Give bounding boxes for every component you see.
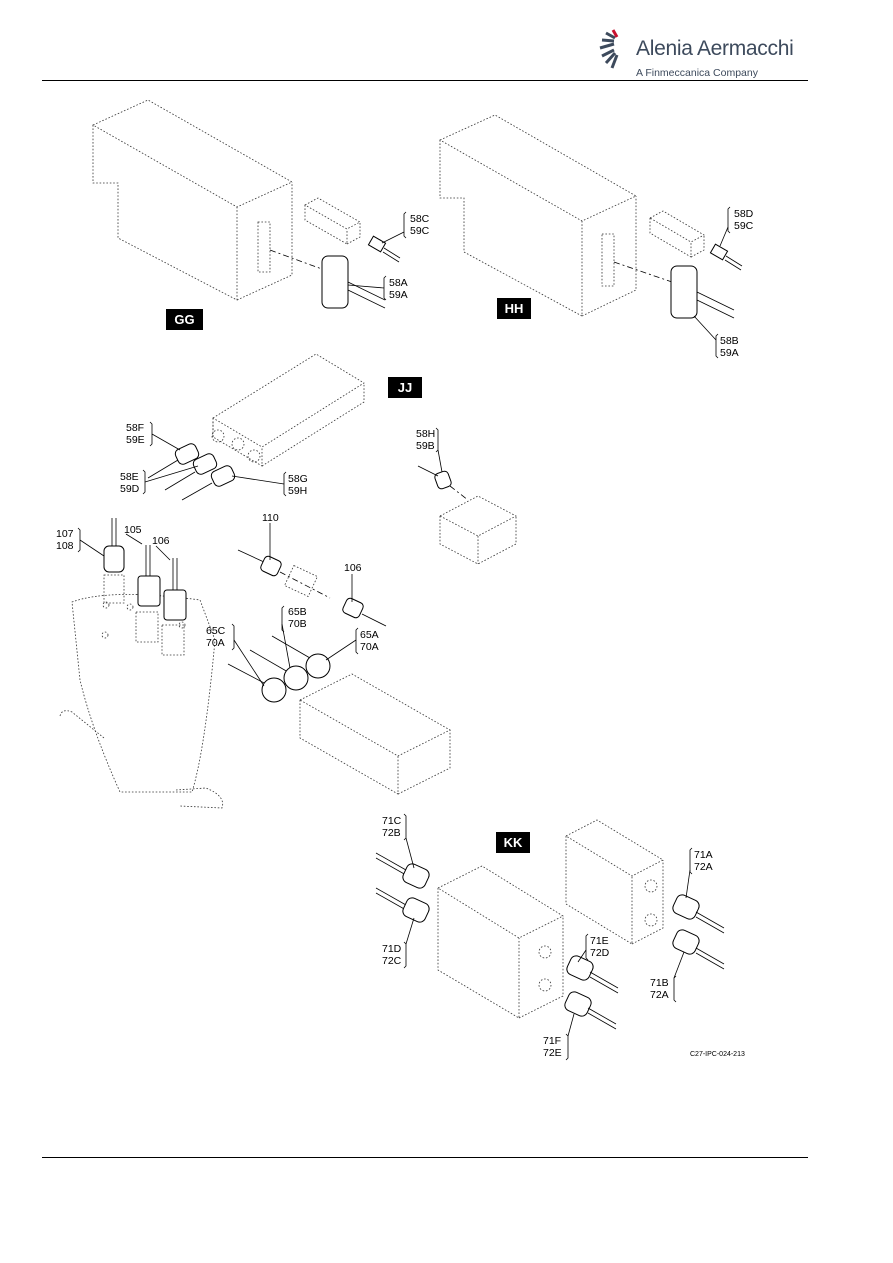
view-label-kk: KK [496,832,530,853]
view-label-gg-text: GG [174,312,194,327]
callout-65b: 65B 70B [281,605,307,669]
callout-71b-line2: 72A [650,989,669,1001]
callout-71f: 71F 72E [543,1013,575,1061]
view-label-hh: HH [497,298,531,319]
logo-mark-icon [599,29,619,69]
callout-106b-line1: 106 [344,562,362,574]
callout-105: 105 [124,524,143,545]
callout-71d: 71D 72C [382,917,415,969]
callout-58c: 58C 59C [381,211,430,244]
callout-58e-line2: 59D [120,483,140,495]
callout-71e-line1: 71E [590,935,609,947]
brand-name: Alenia Aermacchi [636,37,794,60]
view-label-kk-text: KK [504,835,523,850]
callout-71a-line2: 72A [694,861,713,873]
callout-58b-line2: 59A [720,347,739,359]
callout-71c-line2: 72B [382,827,401,839]
brand-logo: Alenia Aermacchi A Finmeccanica Company [596,24,796,84]
view-kk-assembly [375,819,725,1030]
callout-58b: 58B 59A [693,315,739,359]
callout-71a-line1: 71A [694,849,713,861]
callout-71e-line2: 72D [590,947,610,959]
callout-58f-line1: 58F [126,422,144,434]
callout-65c-line2: 70A [206,637,225,649]
callout-106b: 106 [344,562,362,602]
callout-58a-line2: 59A [389,289,408,301]
callout-65b-line1: 65B [288,606,307,618]
callout-110: 110 [262,512,279,560]
view-label-hh-text: HH [505,301,524,316]
callout-58h-line2: 59B [416,440,435,452]
callout-58a: 58A 59A [347,275,408,301]
callout-71f-line2: 72E [543,1047,562,1059]
header-rule [42,80,808,81]
callout-65a-line2: 70A [360,641,379,653]
callout-58c-line2: 59C [410,225,430,237]
callout-71b: 71B 72A [650,951,685,1003]
footer-rule [42,1157,808,1158]
view-hh-assembly [439,114,743,319]
callout-110-line1: 110 [262,512,279,524]
callout-71f-line1: 71F [543,1035,561,1047]
callout-58e: 58E 59D [120,465,199,495]
callout-58d: 58D 59C [719,206,754,247]
callout-58h: 58H 59B [416,427,443,473]
view-label-jj-text: JJ [398,380,412,395]
callout-58f: 58F 59E [126,421,181,451]
callout-65b-line2: 70B [288,618,307,630]
callout-71d-line2: 72C [382,955,402,967]
callout-58a-line1: 58A [389,277,408,289]
callout-65a-line1: 65A [360,629,379,641]
callout-58b-line1: 58B [720,335,739,347]
callout-71b-line1: 71B [650,977,669,989]
drawing-reference: C27-IPC-024-213 [690,1051,745,1058]
brand-tagline: A Finmeccanica Company [636,67,758,79]
callout-58h-line1: 58H [416,428,435,440]
callout-71c: 71C 72B [382,813,415,869]
callout-71d-line1: 71D [382,943,402,955]
callout-71e: 71E 72D [577,933,610,963]
callout-71a: 71A 72A [685,847,713,899]
callout-58d-line1: 58D [734,208,754,220]
callout-107-line1: 107 [56,528,74,540]
callout-106a-line1: 106 [152,535,170,547]
callout-107-line2: 108 [56,540,74,552]
callout-58g-line1: 58G [288,473,308,485]
view-label-jj: JJ [388,377,422,398]
view-tank-assembly [59,518,451,809]
callout-65a: 65A 70A [325,627,379,661]
view-gg-assembly [92,99,401,309]
view-label-gg: GG [166,309,203,330]
callout-58e-line1: 58E [120,471,139,483]
callout-65c: 65C 70A [206,623,265,687]
callout-58d-line2: 59C [734,220,754,232]
callout-58g-line2: 59H [288,485,307,497]
callout-71c-line1: 71C [382,815,402,827]
callout-105-line1: 105 [124,524,142,536]
callout-107: 107 108 [56,527,105,557]
view-jj-assembly [147,353,517,565]
callout-58g: 58G 59H [231,471,308,497]
callout-58c-line1: 58C [410,213,430,225]
callout-65c-line1: 65C [206,625,226,637]
callout-106a: 106 [152,535,171,561]
callout-58f-line2: 59E [126,434,145,446]
